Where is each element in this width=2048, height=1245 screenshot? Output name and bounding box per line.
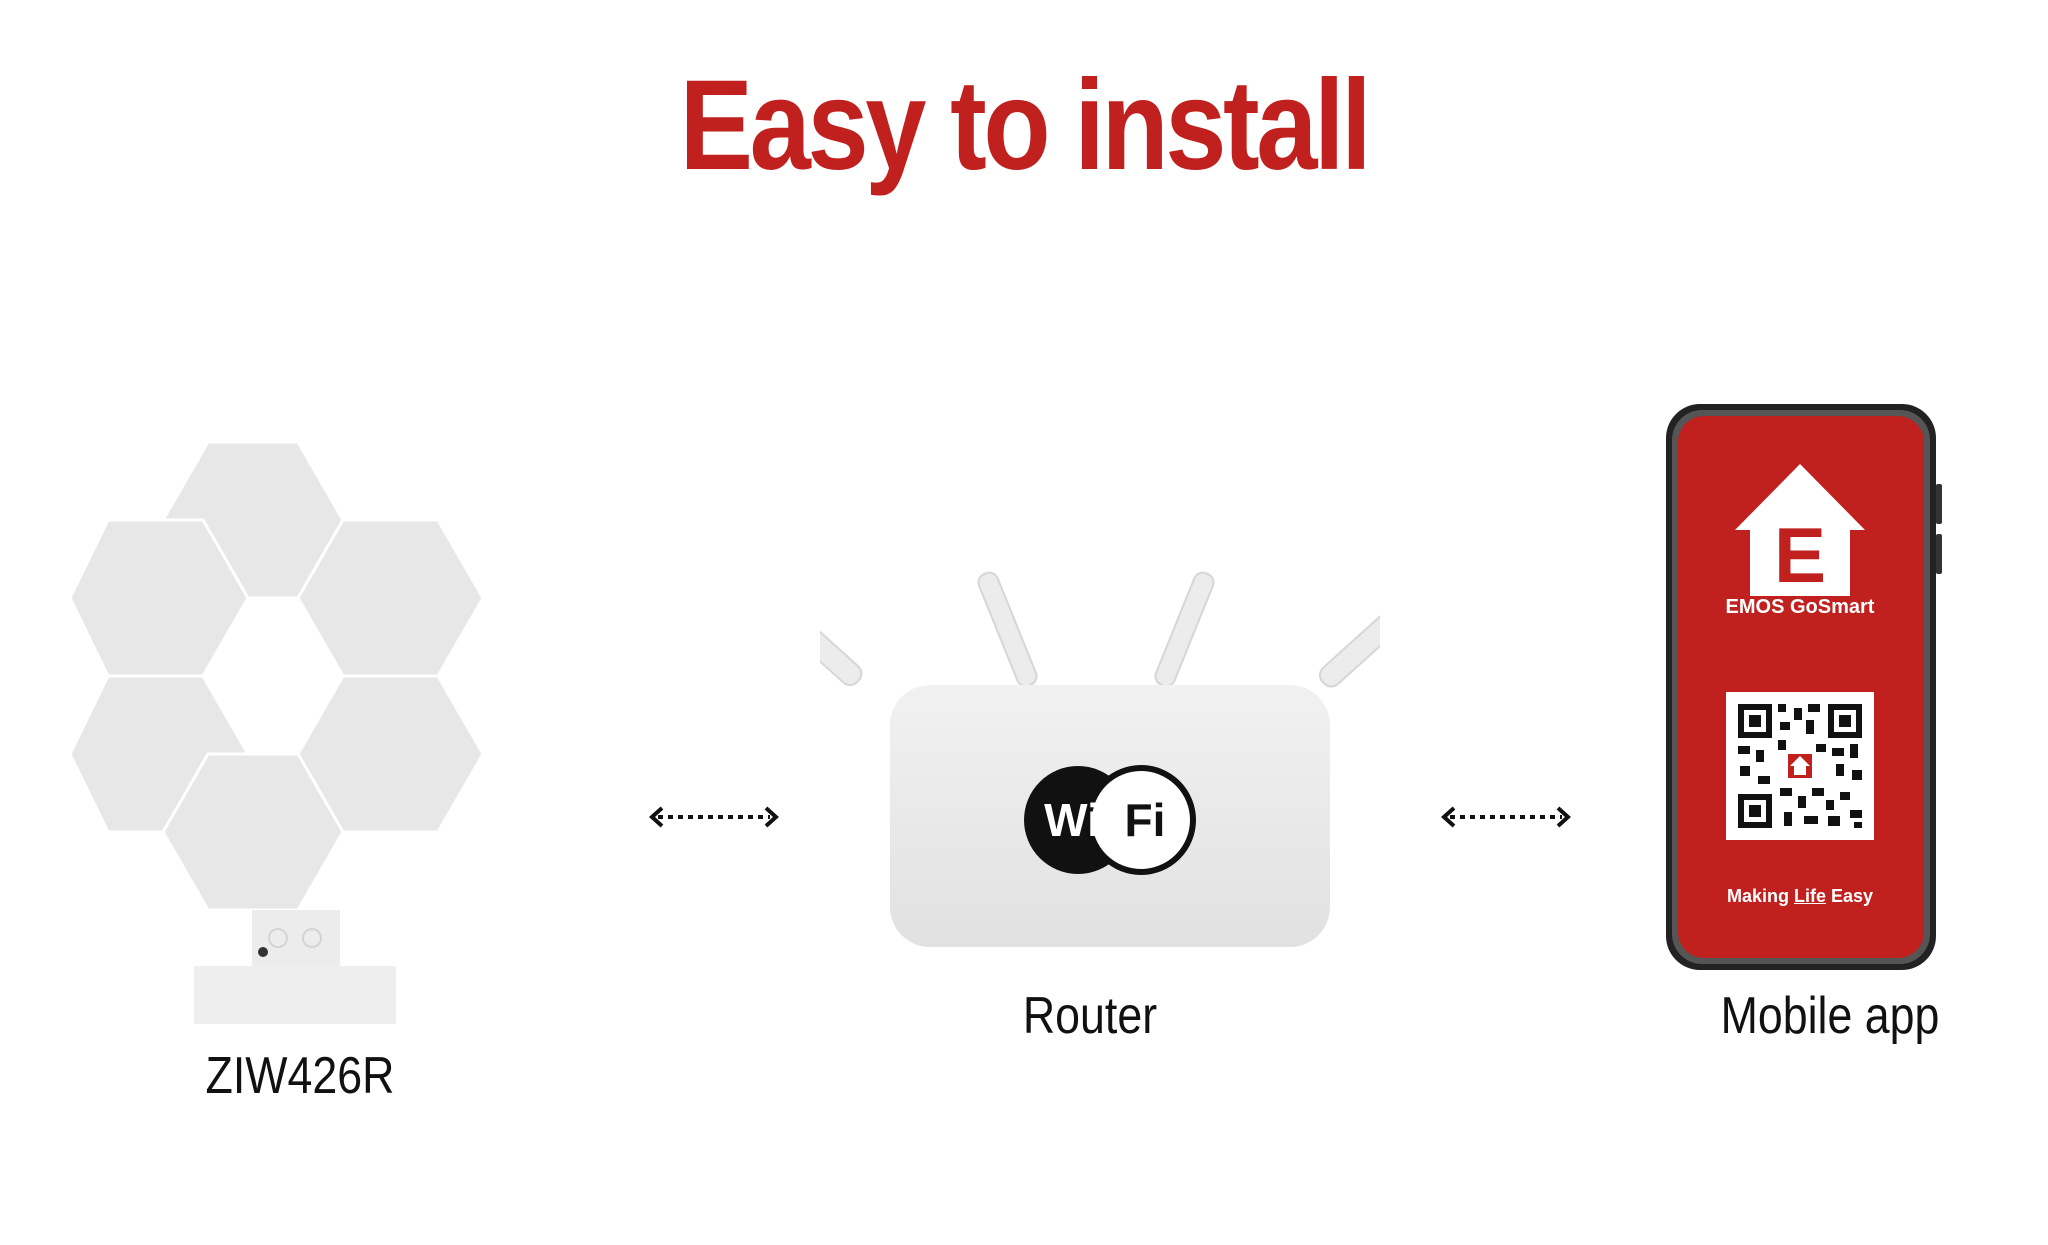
double-arrow-icon: [649, 806, 779, 828]
house-logo-body: [1750, 530, 1850, 596]
device-button: [302, 928, 322, 948]
wifi-logo-right: Fi: [1125, 794, 1166, 846]
antenna: [820, 575, 863, 686]
device-base-stem: [252, 910, 340, 966]
device-button: [268, 928, 288, 948]
router-caption: Router: [1022, 987, 1158, 1045]
app-tagline-post: Easy: [1825, 886, 1874, 906]
page-title: Easy to install: [679, 54, 1372, 197]
wifi-logo-left: Wi: [1044, 794, 1100, 846]
wifi-router-icon: [820, 571, 1380, 947]
house-logo-letter: E: [1774, 511, 1826, 599]
side-button: [1936, 534, 1942, 574]
double-arrow-icon: [1441, 806, 1571, 828]
smartphone-icon: E: [1666, 404, 1942, 970]
device-caption: ZIW426R: [205, 1047, 395, 1105]
app-tagline-underlined: Life: [1793, 886, 1826, 906]
antenna: [1154, 571, 1215, 688]
app-brand-name: EMOS GoSmart: [1725, 596, 1875, 618]
antenna: [1319, 577, 1380, 688]
app-tagline: Making Life Easy: [1700, 887, 1900, 905]
app-caption: Mobile app: [1720, 987, 1940, 1045]
wifi-logo-icon: Wi Fi: [1024, 765, 1196, 875]
hexagon-light-panels-icon: [68, 440, 485, 1024]
device-base-foot: [194, 966, 396, 1024]
app-tagline-pre: Making: [1726, 886, 1794, 906]
antenna: [977, 571, 1038, 688]
device-sensor: [258, 947, 268, 957]
side-button: [1936, 484, 1942, 524]
house-logo-roof: [1735, 464, 1865, 530]
